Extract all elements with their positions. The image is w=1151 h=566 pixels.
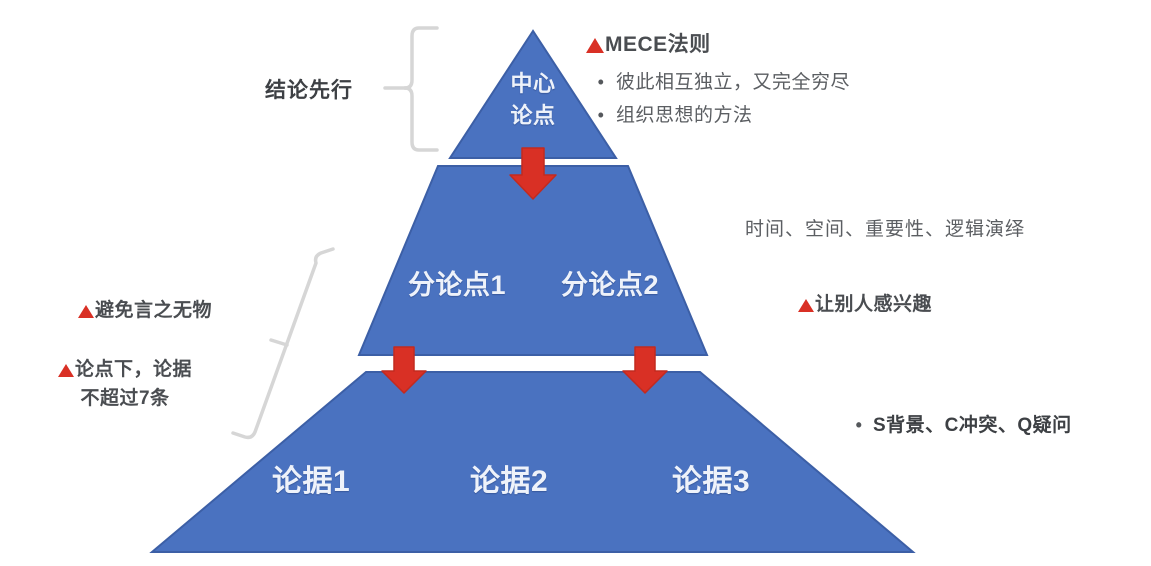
annotation-make-interesting-text: 让别人感兴趣 [815, 294, 933, 315]
arrow-tier2-to-tier3-right [622, 346, 668, 394]
pyramid-tier-1-label: 中心 论点 [493, 68, 573, 132]
bullet-dot-icon: • [597, 105, 605, 125]
pyramid-tier-2-label-1: 分论点1 [408, 270, 507, 300]
red-triangle-marker-icon [78, 305, 94, 318]
annotation-mece-bullet-2: • 组织思想的方法 [586, 100, 850, 127]
arrow-tier1-to-tier2 [509, 147, 557, 200]
annotation-avoid-empty: 避免言之无物 [78, 295, 212, 322]
annotation-max-seven-line1: 论点下，论据 [74, 359, 192, 380]
annotation-mece-bullet-list: • 彼此相互独立，又完全穷尽 • 组织思想的方法 [586, 67, 850, 127]
bullet-dot-icon: • [597, 72, 605, 92]
red-triangle-marker-icon [57, 364, 74, 377]
annotation-make-interesting: 让别人感兴趣 [798, 289, 932, 316]
annotation-max-seven-line2: 不超过7条 [80, 388, 170, 409]
annotation-mece-block: MECE法则 • 彼此相互独立，又完全穷尽 • 组织思想的方法 [586, 28, 850, 133]
pyramid-tier-3-label-2: 论据2 [470, 465, 549, 498]
bracket-evidence-side [231, 247, 335, 440]
annotation-max-seven: 论点下，论据 不超过7条 [30, 355, 220, 413]
annotation-ordering-logic: 时间、空间、重要性、逻辑演绎 [745, 219, 1026, 240]
red-triangle-marker-icon [798, 299, 814, 312]
pyramid-tier-2-label-2: 分论点2 [561, 270, 660, 300]
pyramid-tier-1-label-line1: 中心 [510, 71, 556, 96]
annotation-mece-bullet-2-text: 组织思想的方法 [616, 105, 753, 126]
bullet-dot-icon: • [855, 415, 863, 435]
annotation-avoid-empty-text: 避免言之无物 [95, 300, 213, 321]
bracket-conclusion-first [383, 26, 439, 152]
annotation-conclusion-first: 结论先行 [265, 79, 353, 102]
pyramid-tier-3-label-3: 论据3 [672, 465, 751, 498]
annotation-scq-row: • S背景、C冲突、Q疑问 [845, 410, 1072, 437]
annotation-scq-text: S背景、C冲突、Q疑问 [873, 415, 1072, 436]
annotation-mece-title: MECE法则 [586, 28, 850, 58]
annotation-mece-title-text: MECE法则 [605, 33, 711, 56]
pyramid-tier-3-shape [149, 371, 916, 553]
annotation-max-seven-line1-row: 论点下，论据 [30, 355, 220, 384]
red-triangle-marker-icon [586, 38, 604, 53]
annotation-scq: • S背景、C冲突、Q疑问 [845, 410, 1072, 437]
arrow-tier2-to-tier3-left [381, 346, 427, 394]
pyramid-tier-3-label-1: 论据1 [272, 465, 351, 498]
annotation-mece-bullet-1: • 彼此相互独立，又完全穷尽 [586, 67, 850, 94]
pyramid-tier-1-label-line2: 论点 [510, 103, 556, 128]
pyramid-tier-2-shape [357, 165, 709, 356]
annotation-mece-bullet-1-text: 彼此相互独立，又完全穷尽 [616, 72, 851, 93]
